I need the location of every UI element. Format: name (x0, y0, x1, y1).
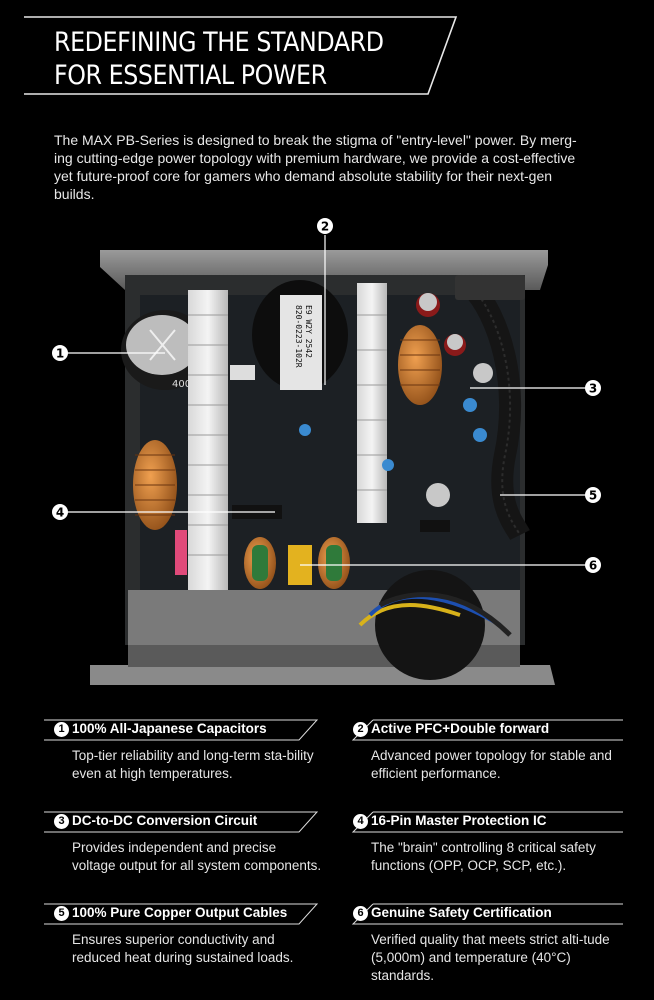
svg-text:5: 5 (589, 489, 597, 503)
feature-frame (44, 903, 319, 925)
feature-description: Top-tier reliability and long-term sta-b… (72, 748, 314, 781)
feature-title: Active PFC+Double forward (371, 721, 550, 736)
psu-photo: 400 820-0223-102R E9 W2Y 2542 (52, 218, 601, 685)
svg-text:6: 6 (589, 559, 597, 573)
feature-title: 16-Pin Master Protection IC (371, 813, 547, 828)
callout-3: 3 (585, 380, 601, 396)
page-title: REDEFINING THE STANDARD FOR ESSENTIAL PO… (54, 27, 384, 91)
feature-description: The "brain" controlling 8 critical safet… (371, 840, 596, 873)
feature-dc-dc: 3 DC-to-DC Conversion Circuit Provides i… (44, 811, 354, 875)
feature-frame (44, 719, 319, 741)
feature-number-badge: 6 (353, 906, 368, 921)
transformer-label-2: E9 W2Y 2542 (304, 305, 313, 358)
feature-title: 100% Pure Copper Output Cables (72, 905, 288, 920)
feature-description: Verified quality that meets strict alti-… (371, 932, 610, 983)
callout-5: 5 (585, 487, 601, 503)
callout-1: 1 (52, 345, 68, 361)
feature-title: Genuine Safety Certification (371, 905, 552, 920)
svg-text:3: 3 (589, 382, 597, 396)
capacitor-marking: 400 (172, 379, 191, 390)
feature-protection-ic: 4 16-Pin Master Protection IC The "brain… (351, 811, 653, 875)
svg-text:4: 4 (56, 506, 64, 520)
feature-description: Ensures superior conductivity and reduce… (72, 932, 294, 965)
feature-capacitors: 1 100% All-Japanese Capacitors Top-tier … (44, 719, 354, 783)
intro-paragraph: The MAX PB-Series is designed to break t… (54, 132, 577, 202)
svg-text:1: 1 (56, 347, 64, 361)
feature-number-badge: 2 (353, 722, 368, 737)
feature-frame (44, 811, 319, 833)
feature-number-badge: 1 (54, 722, 69, 737)
header-frame (24, 16, 458, 95)
callout-2: 2 (317, 218, 333, 234)
callout-6: 6 (585, 557, 601, 573)
feature-title: DC-to-DC Conversion Circuit (72, 813, 258, 828)
feature-number-badge: 5 (54, 906, 69, 921)
svg-text:2: 2 (321, 220, 329, 234)
feature-description: Advanced power topology for stable and e… (371, 748, 612, 781)
transformer-label-1: 820-0223-102R (294, 305, 303, 368)
feature-number-badge: 4 (353, 814, 368, 829)
feature-description: Provides independent and precise voltage… (72, 840, 322, 873)
feature-copper-cables: 5 100% Pure Copper Output Cables Ensures… (44, 903, 354, 967)
feature-number-badge: 3 (54, 814, 69, 829)
callout-4: 4 (52, 504, 68, 520)
feature-pfc: 2 Active PFC+Double forward Advanced pow… (351, 719, 653, 783)
feature-title: 100% All-Japanese Capacitors (72, 721, 267, 736)
feature-safety-certification: 6 Genuine Safety Certification Verified … (351, 903, 653, 985)
